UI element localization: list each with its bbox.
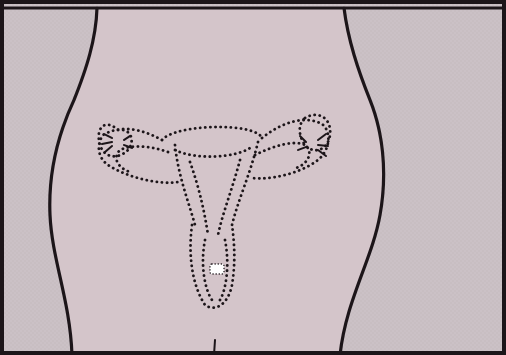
- body-silhouette: [50, 8, 384, 355]
- canal-highlight: [210, 264, 224, 274]
